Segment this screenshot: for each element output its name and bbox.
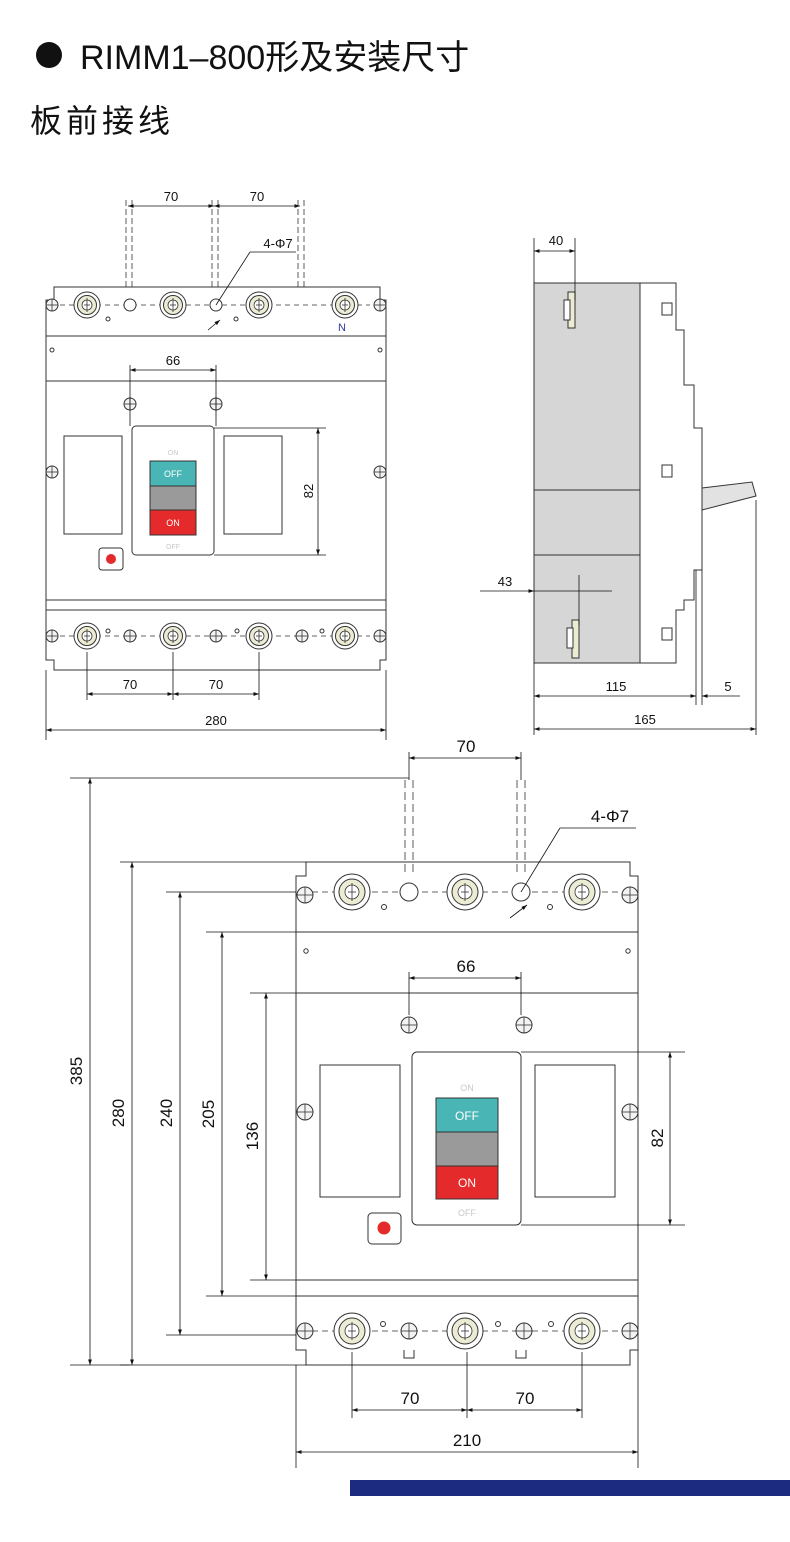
hole-note: 4-Φ7 bbox=[263, 236, 292, 251]
dim-label: 70 bbox=[123, 677, 137, 692]
top-view bbox=[45, 200, 387, 671]
dim-label: 70 bbox=[250, 189, 264, 204]
neutral-pole-mark: N bbox=[338, 322, 346, 334]
dim-label: 280 bbox=[109, 1099, 128, 1127]
dim-label: 43 bbox=[498, 574, 512, 589]
page-title: RIMM1–800形及安装尺寸 bbox=[36, 30, 469, 79]
side-view bbox=[533, 282, 757, 664]
front-view-labels: 70 4-Φ7 66 82 385 280 240 205 136 70 70 … bbox=[67, 737, 667, 1450]
side-view-dimensions bbox=[480, 238, 757, 735]
title-text: RIMM1–800形及安装尺寸 bbox=[80, 39, 470, 77]
dim-label: 5 bbox=[724, 679, 731, 694]
dim-label: 66 bbox=[166, 353, 180, 368]
switch-hint-bottom: OFF bbox=[166, 544, 180, 551]
switch-hint-bottom: OFF bbox=[458, 1208, 476, 1218]
switch-hint-top: ON bbox=[168, 450, 179, 457]
dim-label: 70 bbox=[516, 1389, 535, 1408]
hole-note-front: 4-Φ7 bbox=[591, 807, 629, 826]
dim-label: 70 bbox=[209, 677, 223, 692]
dim-label: 82 bbox=[648, 1129, 667, 1148]
side-view-labels: 40 43 115 5 165 bbox=[498, 233, 732, 727]
front-view-dimensions bbox=[70, 752, 685, 1468]
page-subtitle: 板前接线 bbox=[30, 103, 175, 139]
top-view-dimensions bbox=[45, 204, 387, 740]
dim-label: 115 bbox=[606, 679, 627, 694]
on-label: ON bbox=[458, 1176, 476, 1190]
dim-label: 70 bbox=[164, 189, 178, 204]
dim-label: 385 bbox=[67, 1057, 86, 1085]
switch-hint-top: ON bbox=[460, 1083, 474, 1093]
dim-label: 240 bbox=[157, 1099, 176, 1127]
dim-label: 280 bbox=[205, 713, 227, 728]
off-label: OFF bbox=[455, 1109, 479, 1123]
top-view-labels: 70 70 66 82 70 70 280 4-Φ7 N OFF ON ON O… bbox=[123, 189, 346, 728]
dim-label: 210 bbox=[453, 1431, 481, 1450]
on-label: ON bbox=[166, 518, 180, 528]
dim-label: 136 bbox=[243, 1122, 262, 1150]
dim-label: 205 bbox=[199, 1100, 218, 1128]
dim-label: 165 bbox=[634, 712, 656, 727]
dim-label: 66 bbox=[457, 957, 476, 976]
footer-bar bbox=[350, 1480, 790, 1496]
front-view bbox=[295, 780, 639, 1366]
dim-label: 70 bbox=[457, 737, 476, 756]
off-label: OFF bbox=[164, 469, 182, 479]
dim-label: 40 bbox=[549, 233, 563, 248]
bullet-icon bbox=[36, 41, 62, 68]
dim-label: 82 bbox=[301, 484, 316, 498]
dim-label: 70 bbox=[401, 1389, 420, 1408]
